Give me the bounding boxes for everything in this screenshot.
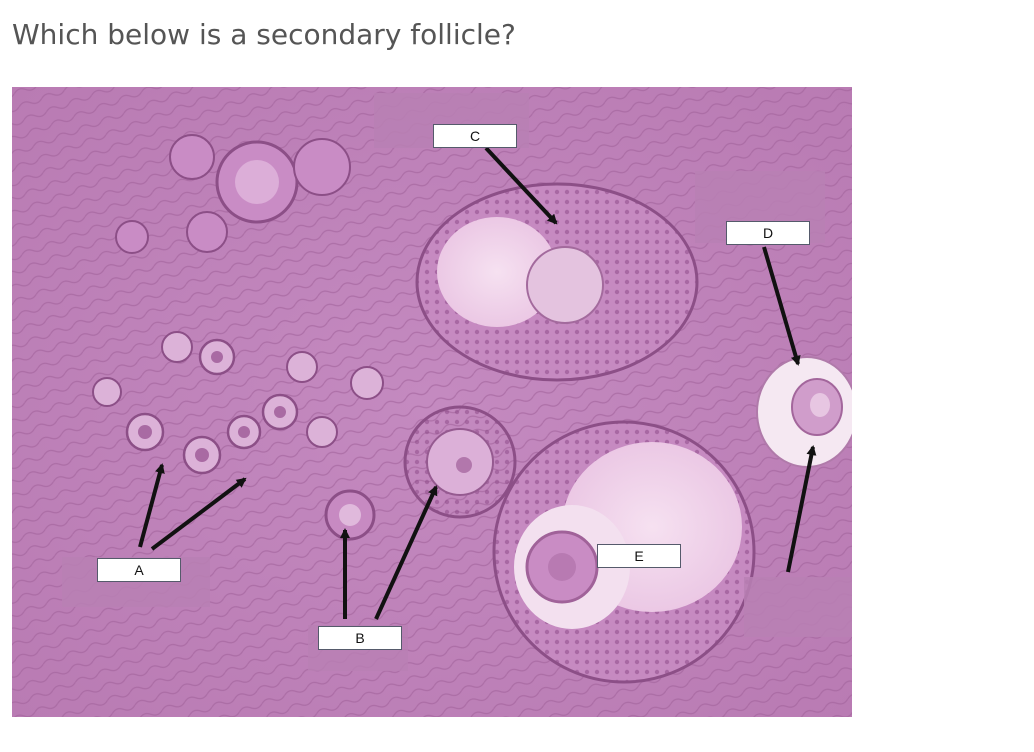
arrow-a1 — [138, 463, 165, 548]
question-text: Which below is a secondary follicle? — [12, 18, 516, 51]
label-c: C — [433, 124, 517, 148]
arrows — [138, 146, 817, 620]
label-d: D — [726, 221, 810, 245]
label-b: B — [318, 626, 402, 650]
follicle-d — [756, 356, 852, 468]
ovary-micrograph: A B C D E — [12, 87, 852, 717]
label-e: E — [597, 544, 681, 568]
follicle-c — [415, 182, 699, 382]
micrograph-image — [12, 87, 852, 717]
label-a: A — [97, 558, 181, 582]
arrow-d1 — [762, 246, 801, 366]
masked-area-bottom-right — [744, 577, 852, 637]
arrow-a2 — [150, 477, 247, 551]
arrow-d2 — [786, 445, 817, 573]
primordial-follicles-a — [92, 331, 384, 475]
arrow-c — [484, 146, 558, 225]
primordial-follicle-cluster — [115, 134, 351, 254]
arrow-b2 — [374, 485, 438, 620]
